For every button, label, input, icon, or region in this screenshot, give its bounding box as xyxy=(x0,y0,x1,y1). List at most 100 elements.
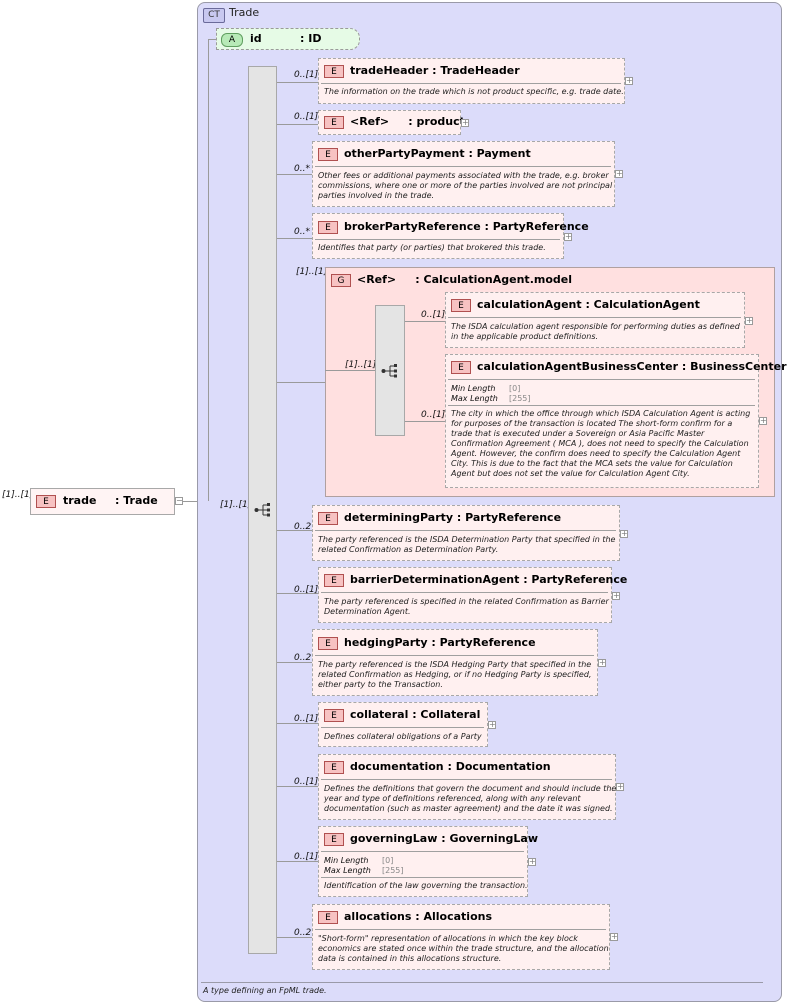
element-title: otherPartyPayment : Payment xyxy=(344,147,531,160)
expand-toggle[interactable]: + xyxy=(528,857,536,866)
element-separator xyxy=(315,655,594,656)
element-calculationAgentBusinessCenter[interactable] xyxy=(445,354,759,488)
element-separator xyxy=(321,779,612,780)
expand-toggle[interactable]: + xyxy=(759,416,767,425)
element-title: determiningParty : PartyReference xyxy=(344,511,562,524)
element-allocations[interactable] xyxy=(312,904,610,970)
connector xyxy=(277,593,318,594)
sequence-icon xyxy=(381,363,399,379)
element-title: calculationAgent : CalculationAgent xyxy=(477,298,700,311)
element-separator xyxy=(315,929,606,930)
element-badge: E xyxy=(318,911,338,924)
element-doc: "Short-form" representation of allocatio… xyxy=(318,934,609,963)
element-badge: E xyxy=(451,361,471,374)
element-cardinality: 0..[1] xyxy=(421,410,446,420)
connector xyxy=(277,238,312,239)
facet-label: Min Length xyxy=(324,856,369,865)
element-barrierDeterminationAgent[interactable] xyxy=(318,567,612,623)
element-calculationAgent[interactable] xyxy=(445,292,745,348)
root-collapse-toggle[interactable]: − xyxy=(175,496,183,505)
expand-toggle[interactable]: + xyxy=(610,932,618,941)
element-cardinality: 0..[1] xyxy=(294,70,319,80)
connector xyxy=(277,530,312,531)
sequence-icon xyxy=(254,502,272,518)
element-tradeHeader[interactable] xyxy=(318,58,625,104)
element-separator xyxy=(448,317,741,318)
element-separator xyxy=(315,166,611,167)
group-badge: G xyxy=(331,274,351,287)
element-separator xyxy=(315,239,560,240)
element-cardinality: 0..2 xyxy=(294,522,312,532)
element-badge: E xyxy=(324,65,344,78)
element-cardinality: 0..[1] xyxy=(294,714,319,724)
element-badge: E xyxy=(318,512,338,525)
expand-toggle[interactable]: + xyxy=(625,76,633,85)
element-title: collateral : Collateral xyxy=(350,708,481,721)
element-determiningParty[interactable] xyxy=(312,505,620,561)
element-doc: The party referenced is specified in the… xyxy=(324,597,609,616)
connector xyxy=(277,82,318,83)
expand-toggle[interactable]: + xyxy=(488,720,496,729)
element-badge: E xyxy=(324,761,344,774)
sequence-cardinality: [1]..[1] xyxy=(220,500,252,510)
element-doc: Defines the definitions that govern the … xyxy=(324,784,617,813)
facet-value: [0] xyxy=(382,856,394,865)
attribute-connector-h xyxy=(208,39,218,40)
group-cardinality: [1]..[1] xyxy=(296,267,328,277)
element-doc: Identifies that party (or parties) that … xyxy=(318,243,546,252)
complex-type-doc: A type defining an FpML trade. xyxy=(203,986,327,995)
facet-value: [255] xyxy=(382,866,404,875)
element-title: calculationAgentBusinessCenter : Busines… xyxy=(477,360,787,373)
element-collateral[interactable] xyxy=(318,702,488,747)
element-governingLaw[interactable] xyxy=(318,826,528,897)
root-cardinality: [1]..[1] xyxy=(2,490,34,500)
expand-toggle[interactable]: + xyxy=(615,169,623,178)
element-hedgingParty[interactable] xyxy=(312,629,598,696)
complex-type-name: Trade xyxy=(229,6,260,19)
expand-toggle[interactable]: + xyxy=(612,591,620,600)
element-cardinality: 0..[1] xyxy=(421,310,446,320)
expand-toggle[interactable]: + xyxy=(620,529,628,538)
element-doc: Defines collateral obligations of a Part… xyxy=(324,732,482,741)
connector xyxy=(277,861,318,862)
group-sequence-cardinality: [1]..[1] xyxy=(345,360,377,370)
element-title: hedgingParty : PartyReference xyxy=(344,636,536,649)
attribute-connector xyxy=(208,39,209,501)
element-doc: The ISDA calculation agent responsible f… xyxy=(451,322,740,341)
element-brokerPartyReference[interactable] xyxy=(312,213,564,259)
element-doc: The information on the trade which is no… xyxy=(324,87,624,96)
connector xyxy=(277,124,318,125)
element-documentation[interactable] xyxy=(318,754,616,820)
element-cardinality: 0..[1] xyxy=(294,112,319,122)
connector xyxy=(405,321,445,322)
element-doc: The city in which the office through whi… xyxy=(451,409,751,478)
complex-type-badge: CT xyxy=(203,8,225,23)
expand-toggle[interactable]: + xyxy=(598,658,606,667)
element-separator xyxy=(321,727,484,728)
connector xyxy=(277,382,325,383)
element-otherPartyPayment[interactable] xyxy=(312,141,615,207)
attribute-type: : ID xyxy=(300,32,322,45)
element-title: <Ref> : product xyxy=(350,115,465,128)
expand-toggle[interactable]: + xyxy=(461,118,469,127)
connector xyxy=(277,174,312,175)
facet-label: Max Length xyxy=(451,394,498,403)
element-separator xyxy=(321,83,621,84)
facet-label: Max Length xyxy=(324,866,371,875)
element-cardinality: 0..[1] xyxy=(294,777,319,787)
element-separator xyxy=(448,405,755,406)
expand-toggle[interactable]: + xyxy=(745,316,753,325)
attribute-name: id xyxy=(250,32,262,45)
connector xyxy=(405,421,445,422)
element-cardinality: 0..2 xyxy=(294,928,312,938)
expand-toggle[interactable]: + xyxy=(616,782,624,791)
element-title: tradeHeader : TradeHeader xyxy=(350,64,520,77)
root-element-name: trade xyxy=(63,494,97,507)
facet-label: Min Length xyxy=(451,384,496,393)
attribute-id[interactable] xyxy=(216,28,360,50)
element-title: brokerPartyReference : PartyReference xyxy=(344,220,589,233)
expand-toggle[interactable]: + xyxy=(564,232,572,241)
element-badge: E xyxy=(324,116,344,129)
element-badge: E xyxy=(324,709,344,722)
connector xyxy=(277,662,312,663)
